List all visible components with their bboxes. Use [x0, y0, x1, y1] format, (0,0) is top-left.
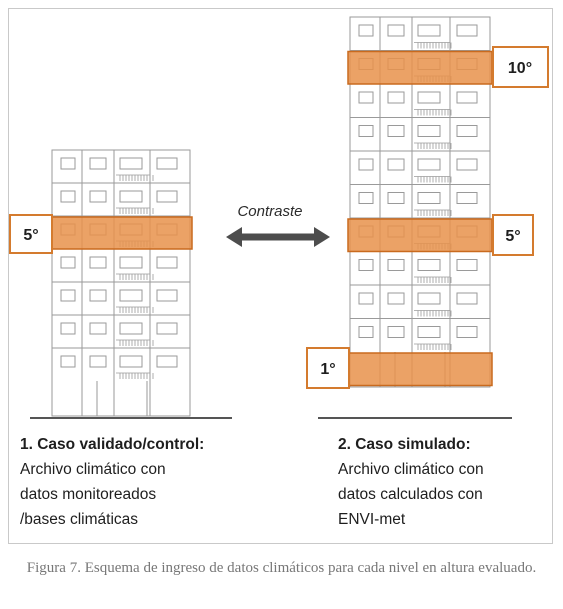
right-building-window [387, 125, 405, 137]
right-building-window [456, 192, 478, 204]
right-level-tag-10-text: 10° [508, 60, 532, 77]
left-building-window [119, 322, 143, 335]
right-level-tag-5-text: 5° [505, 228, 520, 245]
right-caption-line: Archivo climático con [338, 461, 484, 478]
right-caption-heading: 2. Caso simulado: [338, 436, 471, 453]
left-level-tag-text: 5° [23, 227, 38, 244]
right-building-window [387, 326, 405, 338]
left-building-window [119, 289, 143, 302]
right-building-window [417, 292, 441, 305]
left-building-highlight-band [49, 216, 193, 250]
right-building-window [358, 158, 374, 171]
left-building-window [89, 355, 107, 368]
contrast-arrow [226, 227, 330, 247]
right-building-window [456, 91, 478, 104]
left-building-window [60, 289, 76, 302]
right-building-window [456, 24, 478, 37]
left-building-window [89, 289, 107, 302]
left-building-window [119, 355, 143, 368]
right-building-window [417, 91, 441, 104]
left-building-window [89, 256, 107, 269]
right-building-window [387, 292, 405, 305]
left-caption-line: datos monitoreados [20, 486, 157, 503]
right-building-window [417, 125, 441, 137]
left-caption-line: Archivo climático con [20, 461, 166, 478]
right-building-window [417, 192, 441, 204]
right-building-window [358, 125, 374, 137]
right-building-window [417, 326, 441, 338]
left-building-window [119, 256, 143, 269]
right-building-window [387, 259, 405, 271]
right-building [347, 16, 493, 388]
right-building-window [456, 259, 478, 271]
right-building-window [456, 125, 478, 137]
left-building-window [119, 190, 143, 203]
left-building-window [119, 157, 143, 170]
left-building-window [156, 322, 178, 335]
right-level-tag-5: 5° [492, 214, 534, 256]
right-building-window [387, 91, 405, 104]
left-building-window [156, 190, 178, 203]
right-building-window [358, 292, 374, 305]
left-building-window [156, 157, 178, 170]
right-building-window [358, 24, 374, 37]
right-building-highlight-band [347, 352, 493, 387]
left-caption-line: /bases climáticas [20, 511, 139, 528]
right-level-tag-1: 1° [306, 347, 350, 389]
right-level-tag-1-text: 1° [320, 361, 335, 378]
right-caption: 2. Caso simulado: Archivo climático con … [338, 432, 484, 532]
left-building-facade [51, 149, 191, 417]
right-level-tag-10: 10° [492, 46, 549, 88]
right-building-window [456, 158, 478, 171]
right-building-window [387, 158, 405, 171]
right-building-highlight-band [347, 218, 493, 253]
left-building-window [156, 256, 178, 269]
left-building-window [60, 190, 76, 203]
left-building-window [89, 157, 107, 170]
contrast-label: Contraste [237, 203, 302, 220]
right-building-highlight-band [347, 50, 493, 85]
right-building-window [387, 192, 405, 204]
left-building-window [60, 355, 76, 368]
left-building [49, 149, 193, 417]
right-building-window [417, 158, 441, 171]
left-caption-heading: 1. Caso validado/control: [20, 436, 205, 453]
left-building-window [60, 157, 76, 170]
right-building-window [358, 326, 374, 338]
left-building-window [89, 190, 107, 203]
left-caption: 1. Caso validado/control: Archivo climát… [20, 432, 204, 532]
left-level-tag: 5° [9, 214, 53, 254]
right-caption-line: ENVI-met [338, 511, 406, 528]
right-building-window [456, 292, 478, 305]
left-building-window [156, 355, 178, 368]
left-building-window [156, 289, 178, 302]
left-building-window [89, 322, 107, 335]
left-building-window [60, 322, 76, 335]
left-building-window [60, 256, 76, 269]
right-building-window [387, 24, 405, 37]
right-building-window [417, 259, 441, 271]
figure-caption: Figura 7. Esquema de ingreso de datos cl… [26, 560, 537, 576]
right-building-window [358, 259, 374, 271]
right-building-window [456, 326, 478, 338]
right-building-window [358, 192, 374, 204]
right-building-window [417, 24, 441, 37]
right-building-window [358, 91, 374, 104]
right-caption-line: datos calculados con [338, 486, 483, 503]
